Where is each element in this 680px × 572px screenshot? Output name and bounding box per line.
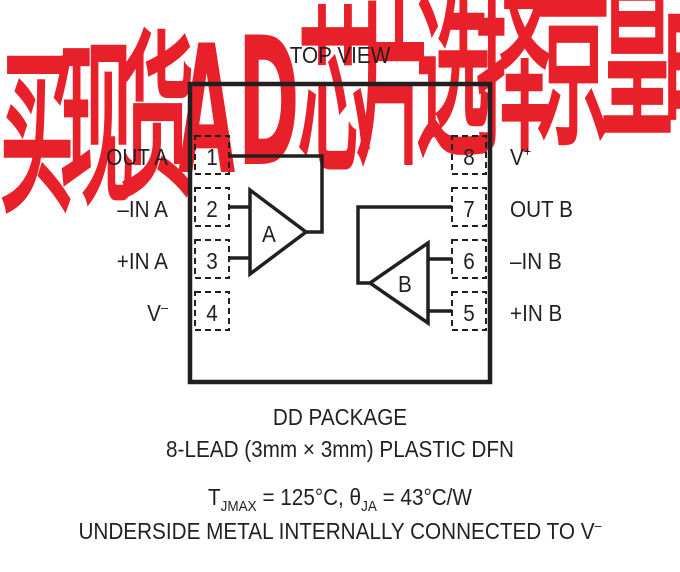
amplifier-a-label: A	[262, 221, 276, 247]
thermal-spec: TJMAX = 125°C, θJA = 43°C/W	[208, 484, 472, 515]
pin-1-label: OUT A	[106, 144, 168, 170]
wire-out-a	[230, 154, 324, 234]
wire-out-b	[356, 205, 452, 285]
pin-2-number: 2	[206, 196, 218, 222]
pad-3	[194, 239, 230, 279]
pad-2	[194, 187, 230, 227]
package-name: DD PACKAGE	[272, 404, 408, 430]
pin-4-number: 4	[206, 300, 218, 326]
pin-5-number: 5	[463, 300, 475, 326]
pad-1	[194, 135, 230, 175]
pin-6-number: 6	[463, 248, 475, 274]
amplifier-b-label: B	[398, 271, 412, 297]
pin-4-label: V–	[147, 299, 168, 326]
pin-5-label: +IN B	[510, 300, 563, 326]
amplifier-b-symbol	[366, 239, 430, 327]
underside-note: UNDERSIDE METAL INTERNALLY CONNECTED TO …	[78, 517, 602, 544]
pin-1-number: 1	[206, 144, 218, 170]
pin-7-label: OUT B	[510, 196, 573, 222]
package-outline	[187, 81, 493, 385]
pin-8-number: 8	[463, 144, 475, 170]
pin-3-number: 3	[206, 248, 218, 274]
pad-8	[451, 135, 487, 175]
pin-3-label: +IN A	[116, 248, 168, 274]
amplifier-a-symbol	[248, 186, 309, 278]
pin-6-label: –IN B	[510, 248, 562, 274]
pin-7-number: 7	[463, 196, 475, 222]
package-description: 8-LEAD (3mm × 3mm) PLASTIC DFN	[166, 436, 514, 462]
pad-4	[194, 291, 230, 331]
pin-2-label: –IN A	[117, 196, 168, 222]
pin-8-label: V+	[510, 143, 532, 170]
diagram-title: TOP VIEW	[289, 42, 391, 68]
